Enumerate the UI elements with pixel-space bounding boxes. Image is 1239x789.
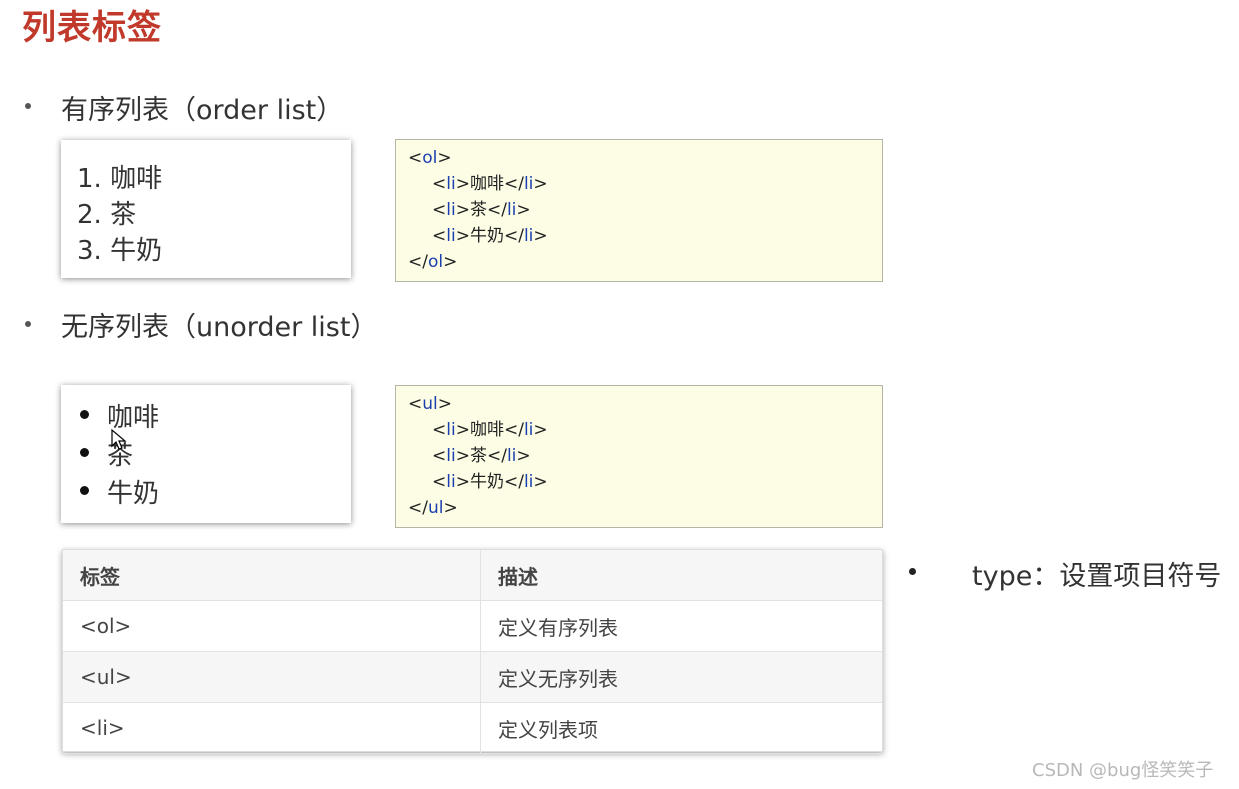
- table-cell: <ol>: [63, 600, 481, 652]
- code-punct: >: [443, 498, 458, 518]
- code-text: 咖啡: [469, 420, 504, 440]
- code-text: 咖啡: [469, 174, 504, 194]
- code-tag: li: [523, 420, 534, 440]
- code-punct: </: [408, 498, 428, 518]
- bullet-icon: [80, 448, 89, 457]
- code-tag: li: [446, 420, 456, 440]
- code-tag: ul: [422, 394, 438, 414]
- code-tag: li: [446, 200, 456, 220]
- unordered-list-demo: 咖啡 茶 牛奶: [61, 385, 351, 523]
- code-text: 牛奶: [469, 472, 504, 492]
- table-cell: 定义无序列表: [480, 651, 882, 703]
- section-bullet: [25, 321, 31, 327]
- list-item: 牛奶: [107, 479, 160, 509]
- code-punct: </: [486, 200, 507, 220]
- code-punct: >: [533, 420, 548, 440]
- code-punct: >: [455, 174, 470, 194]
- code-punct: <: [432, 420, 447, 440]
- code-punct: </: [408, 252, 428, 272]
- code-tag: li: [523, 174, 534, 194]
- list-item: 1. 咖啡: [77, 164, 163, 194]
- code-punct: </: [503, 472, 524, 492]
- bullet-icon: [80, 410, 89, 419]
- watermark: CSDN @bug怪笑笑子: [1032, 760, 1214, 781]
- code-line: <li>茶</li>: [432, 446, 531, 466]
- table-row: <ol> 定义有序列表: [63, 600, 882, 652]
- section-bullet: [25, 103, 31, 109]
- code-punct: </: [503, 226, 524, 246]
- code-line: <li>牛奶</li>: [432, 472, 548, 492]
- side-note-bullet: [909, 568, 916, 575]
- code-tag: li: [523, 472, 534, 492]
- code-line: <li>咖啡</li>: [432, 420, 548, 440]
- table-cell: <ul>: [63, 651, 481, 703]
- move-cursor-icon: [111, 428, 127, 450]
- code-punct: >: [533, 174, 548, 194]
- code-line: </ul>: [408, 498, 458, 518]
- side-note: type：设置项目符号: [972, 561, 1222, 592]
- table-header-row: 标签 描述: [63, 550, 882, 601]
- code-punct: >: [455, 446, 470, 466]
- code-punct: <: [408, 394, 423, 414]
- code-punct: >: [516, 446, 531, 466]
- code-text: 茶: [469, 446, 487, 466]
- code-punct: </: [503, 174, 524, 194]
- bullet-icon: [80, 486, 89, 495]
- code-tag: ol: [427, 252, 444, 272]
- code-line: <li>牛奶</li>: [432, 226, 548, 246]
- code-tag: li: [446, 446, 456, 466]
- code-line: </ol>: [408, 252, 457, 272]
- ordered-list-heading: 有序列表（order list）: [61, 95, 344, 126]
- table-row: <ul> 定义无序列表: [63, 651, 882, 703]
- code-punct: >: [533, 472, 548, 492]
- code-line: <li>茶</li>: [432, 200, 531, 220]
- table-header-cell: 标签: [63, 550, 481, 601]
- code-tag: li: [446, 472, 456, 492]
- ordered-list-demo: 1. 咖啡 2. 茶 3. 牛奶: [61, 140, 351, 278]
- code-punct: >: [437, 148, 452, 168]
- page-title: 列表标签: [22, 8, 162, 48]
- code-text: 牛奶: [469, 226, 504, 246]
- code-line: <ul>: [408, 394, 452, 414]
- code-punct: </: [503, 420, 524, 440]
- code-line: <ol>: [408, 148, 452, 168]
- code-tag: ol: [422, 148, 438, 168]
- unordered-list-code: <ul> <li>咖啡</li> <li>茶</li> <li>牛奶</li> …: [395, 385, 883, 528]
- list-item: 咖啡: [107, 403, 160, 433]
- table-cell: 定义有序列表: [480, 600, 882, 652]
- table-row: <li> 定义列表项: [63, 702, 882, 754]
- code-punct: >: [455, 420, 470, 440]
- table-cell: <li>: [63, 702, 481, 754]
- code-tag: li: [446, 226, 456, 246]
- code-tag: li: [506, 200, 517, 220]
- code-punct: <: [408, 148, 423, 168]
- tag-reference-table: 标签 描述 <ol> 定义有序列表 <ul> 定义无序列表 <li> 定义列表项: [62, 549, 883, 754]
- code-punct: >: [533, 226, 548, 246]
- list-item: 3. 牛奶: [77, 236, 163, 266]
- code-punct: </: [486, 446, 507, 466]
- code-tag: li: [523, 226, 534, 246]
- code-punct: >: [443, 252, 458, 272]
- code-punct: >: [455, 200, 470, 220]
- code-punct: >: [437, 394, 452, 414]
- code-punct: <: [432, 446, 447, 466]
- code-punct: <: [432, 200, 447, 220]
- code-punct: <: [432, 174, 447, 194]
- table-cell: 定义列表项: [480, 702, 882, 754]
- code-line: <li>咖啡</li>: [432, 174, 548, 194]
- list-item: 2. 茶: [77, 200, 137, 230]
- table-header-cell: 描述: [480, 550, 882, 601]
- code-punct: >: [516, 200, 531, 220]
- code-tag: li: [446, 174, 456, 194]
- unordered-list-heading: 无序列表（unorder list）: [61, 312, 378, 343]
- code-tag: li: [506, 446, 517, 466]
- code-punct: <: [432, 226, 447, 246]
- ordered-list-code: <ol> <li>咖啡</li> <li>茶</li> <li>牛奶</li> …: [395, 139, 883, 282]
- code-tag: ul: [427, 498, 444, 518]
- code-punct: <: [432, 472, 447, 492]
- code-punct: >: [455, 226, 470, 246]
- code-text: 茶: [469, 200, 487, 220]
- code-punct: >: [455, 472, 470, 492]
